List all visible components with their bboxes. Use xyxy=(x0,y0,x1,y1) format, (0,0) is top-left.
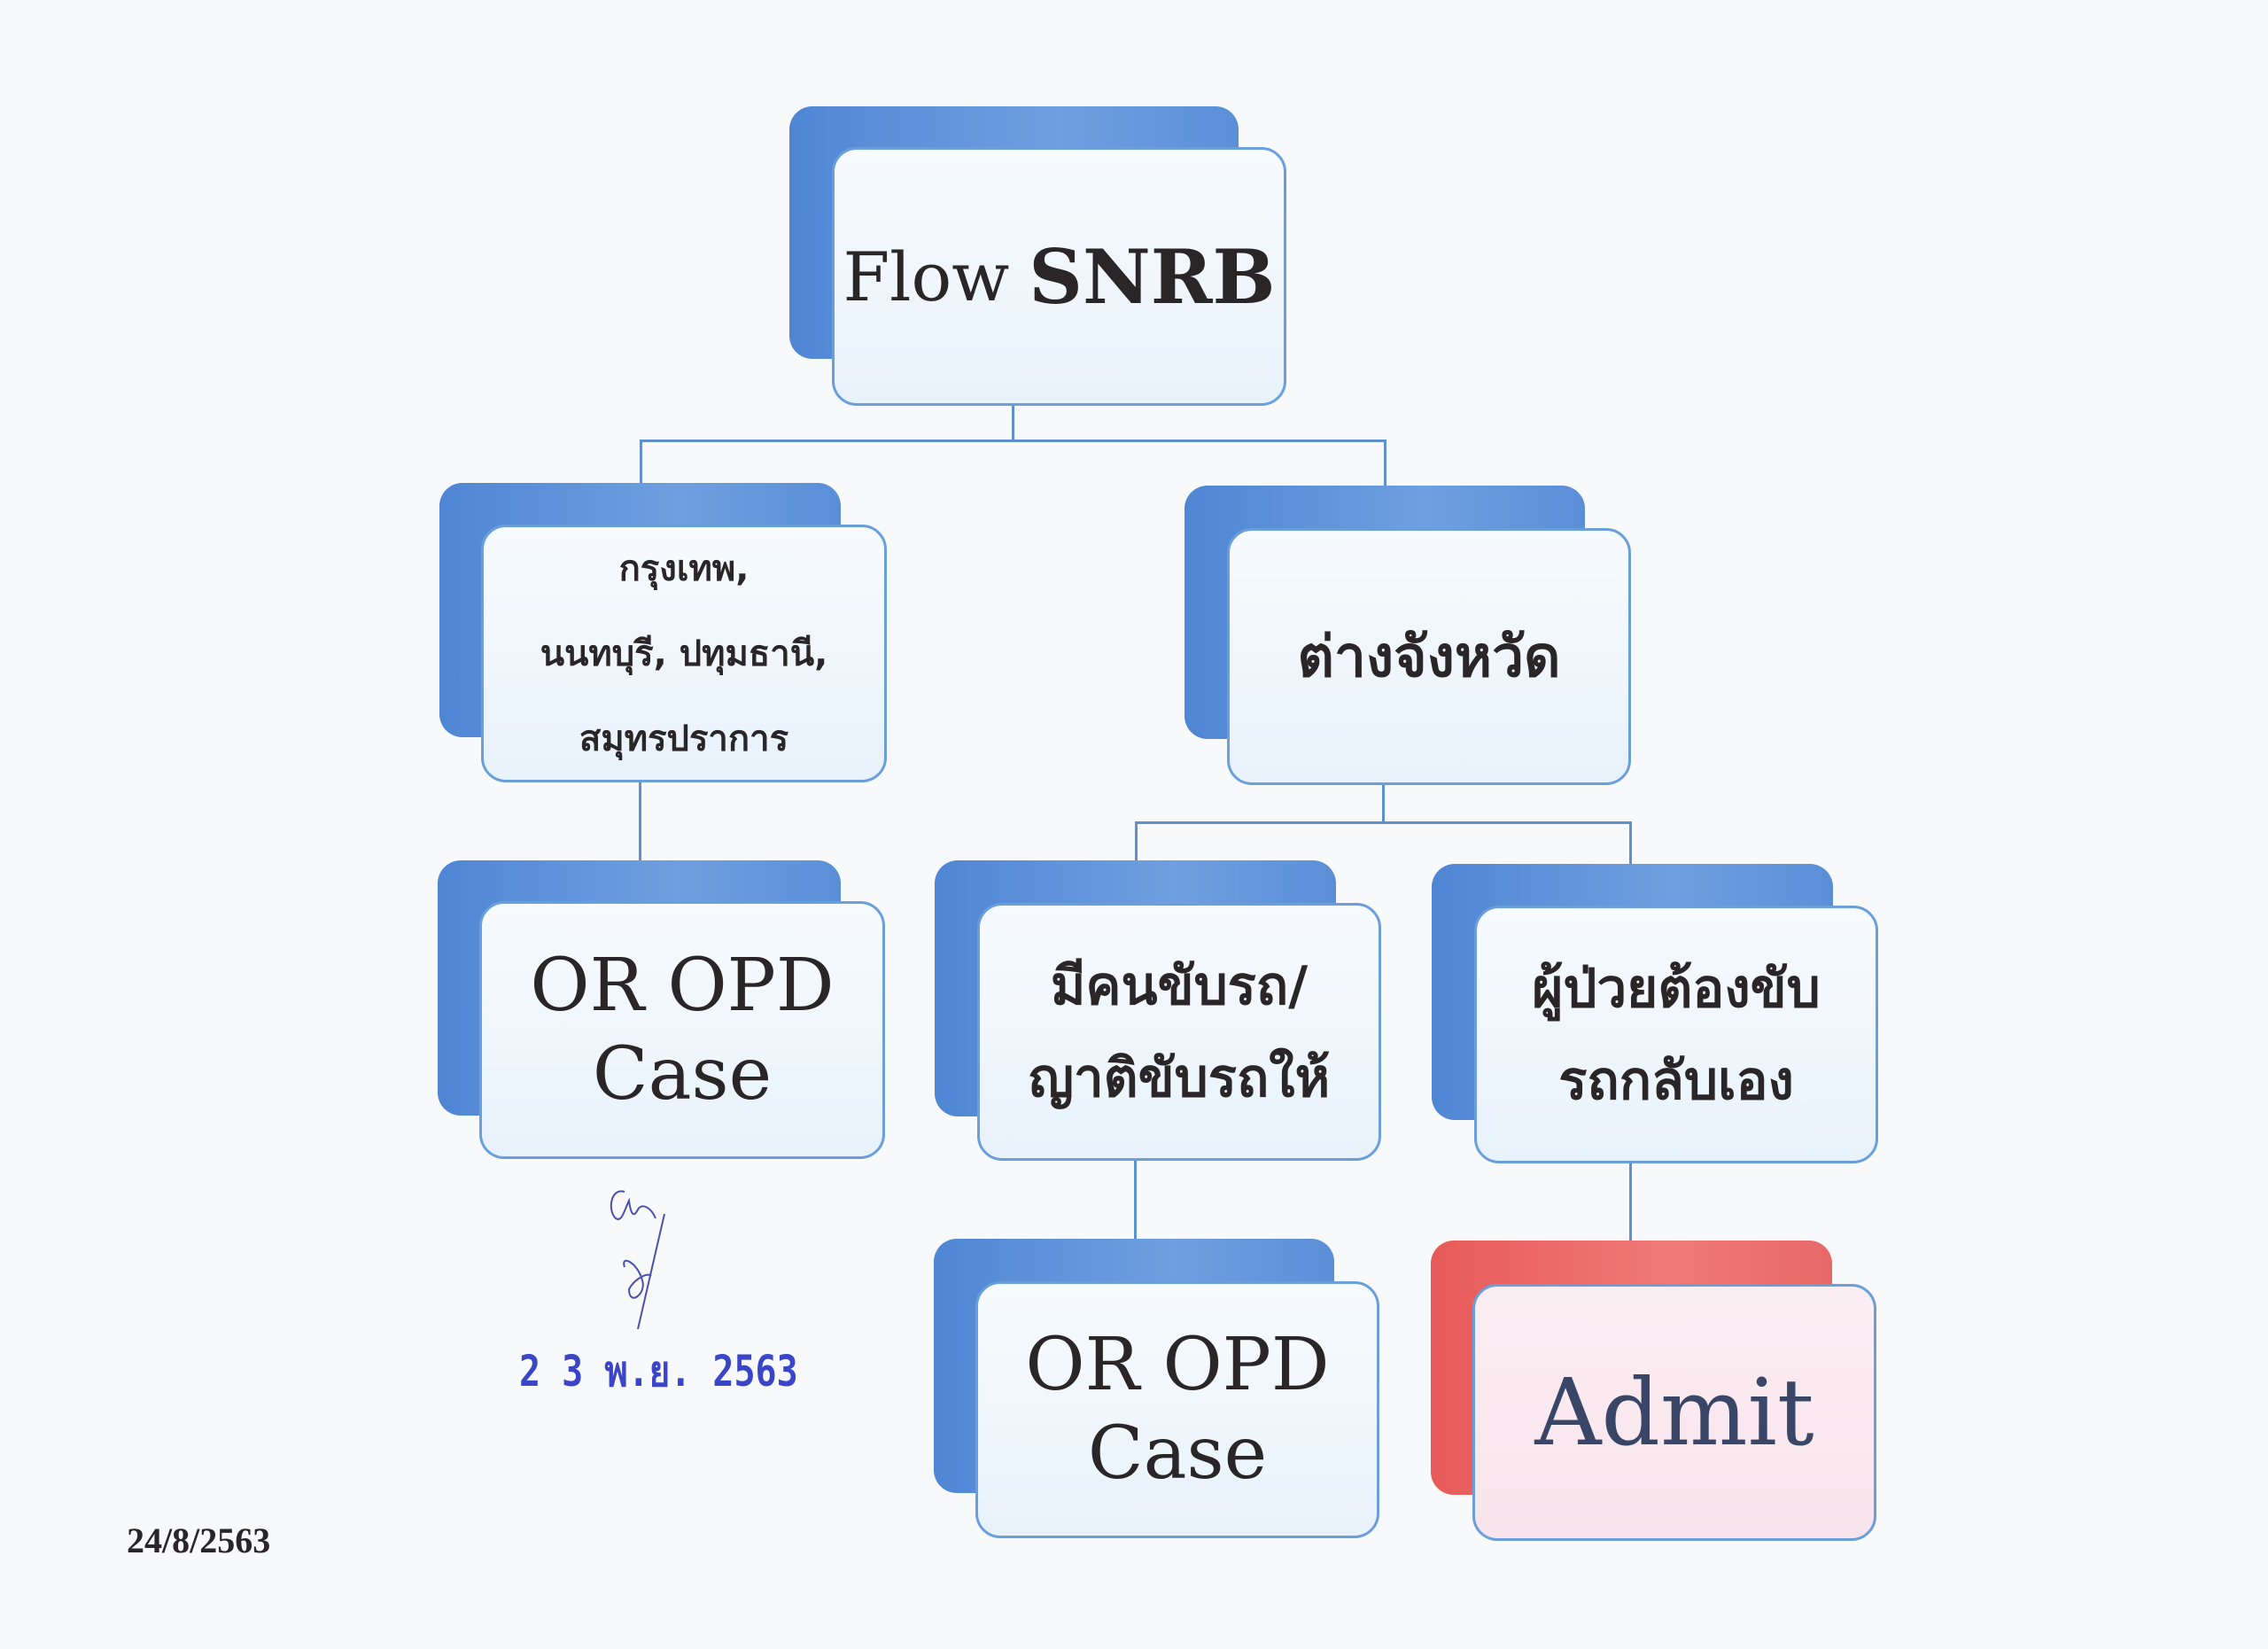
connector xyxy=(1135,821,1138,861)
has-driver-node: มีคนขับรถ/ ญาติขับรถให้ xyxy=(977,903,1381,1161)
root-label-bold: SNRB xyxy=(1029,232,1276,321)
connector xyxy=(1629,821,1632,864)
connector xyxy=(1135,821,1632,824)
node-line: ผู้ป่วยต้องขับ xyxy=(1532,957,1821,1020)
or-opd-case-node-right: OR OPD Case xyxy=(975,1281,1379,1538)
admit-node: Admit xyxy=(1472,1284,1876,1541)
connector xyxy=(640,439,1386,442)
date-stamp: 2 3 พ.ย. 2563 xyxy=(519,1347,798,1396)
or-opd-case-node-left: OR OPD Case xyxy=(479,901,885,1159)
node-label: Admit xyxy=(1534,1358,1814,1466)
connector xyxy=(1012,406,1014,441)
root-node: Flow SNRB xyxy=(832,147,1286,406)
connector xyxy=(1629,1163,1632,1241)
node-line: ญาติขับรถให้ xyxy=(1028,1046,1331,1109)
node-line: OR OPD xyxy=(1025,1323,1330,1407)
bangkok-metro-node: กรุงเทพ, นนทบุรี, ปทุมธานี, สมุทรปราการ xyxy=(481,525,887,782)
node-line: นนทบุรี, ปทุมธานี, xyxy=(540,633,828,674)
connector xyxy=(1382,785,1385,823)
connector xyxy=(640,439,642,484)
signature xyxy=(610,1190,665,1329)
connector xyxy=(1384,439,1386,486)
connector xyxy=(1134,1161,1137,1241)
node-line: มีคนขับรถ/ xyxy=(1050,954,1309,1017)
connector xyxy=(639,782,641,860)
patient-drives-node: ผู้ป่วยต้องขับ รถกลับเอง xyxy=(1474,906,1878,1163)
root-label-light: Flow xyxy=(843,237,1010,316)
node-line: รถกลับเอง xyxy=(1558,1049,1794,1112)
node-line: กรุงเทพ, xyxy=(618,548,750,589)
other-provinces-node: ต่างจังหวัด xyxy=(1227,528,1631,785)
node-line: OR OPD xyxy=(530,943,835,1028)
document-date: 24/8/2563 xyxy=(127,1521,271,1560)
node-line: Case xyxy=(592,1031,773,1116)
node-line: สมุทรปราการ xyxy=(579,718,789,759)
node-label: ต่างจังหวัด xyxy=(1297,625,1561,690)
node-line: Case xyxy=(1087,1412,1268,1496)
